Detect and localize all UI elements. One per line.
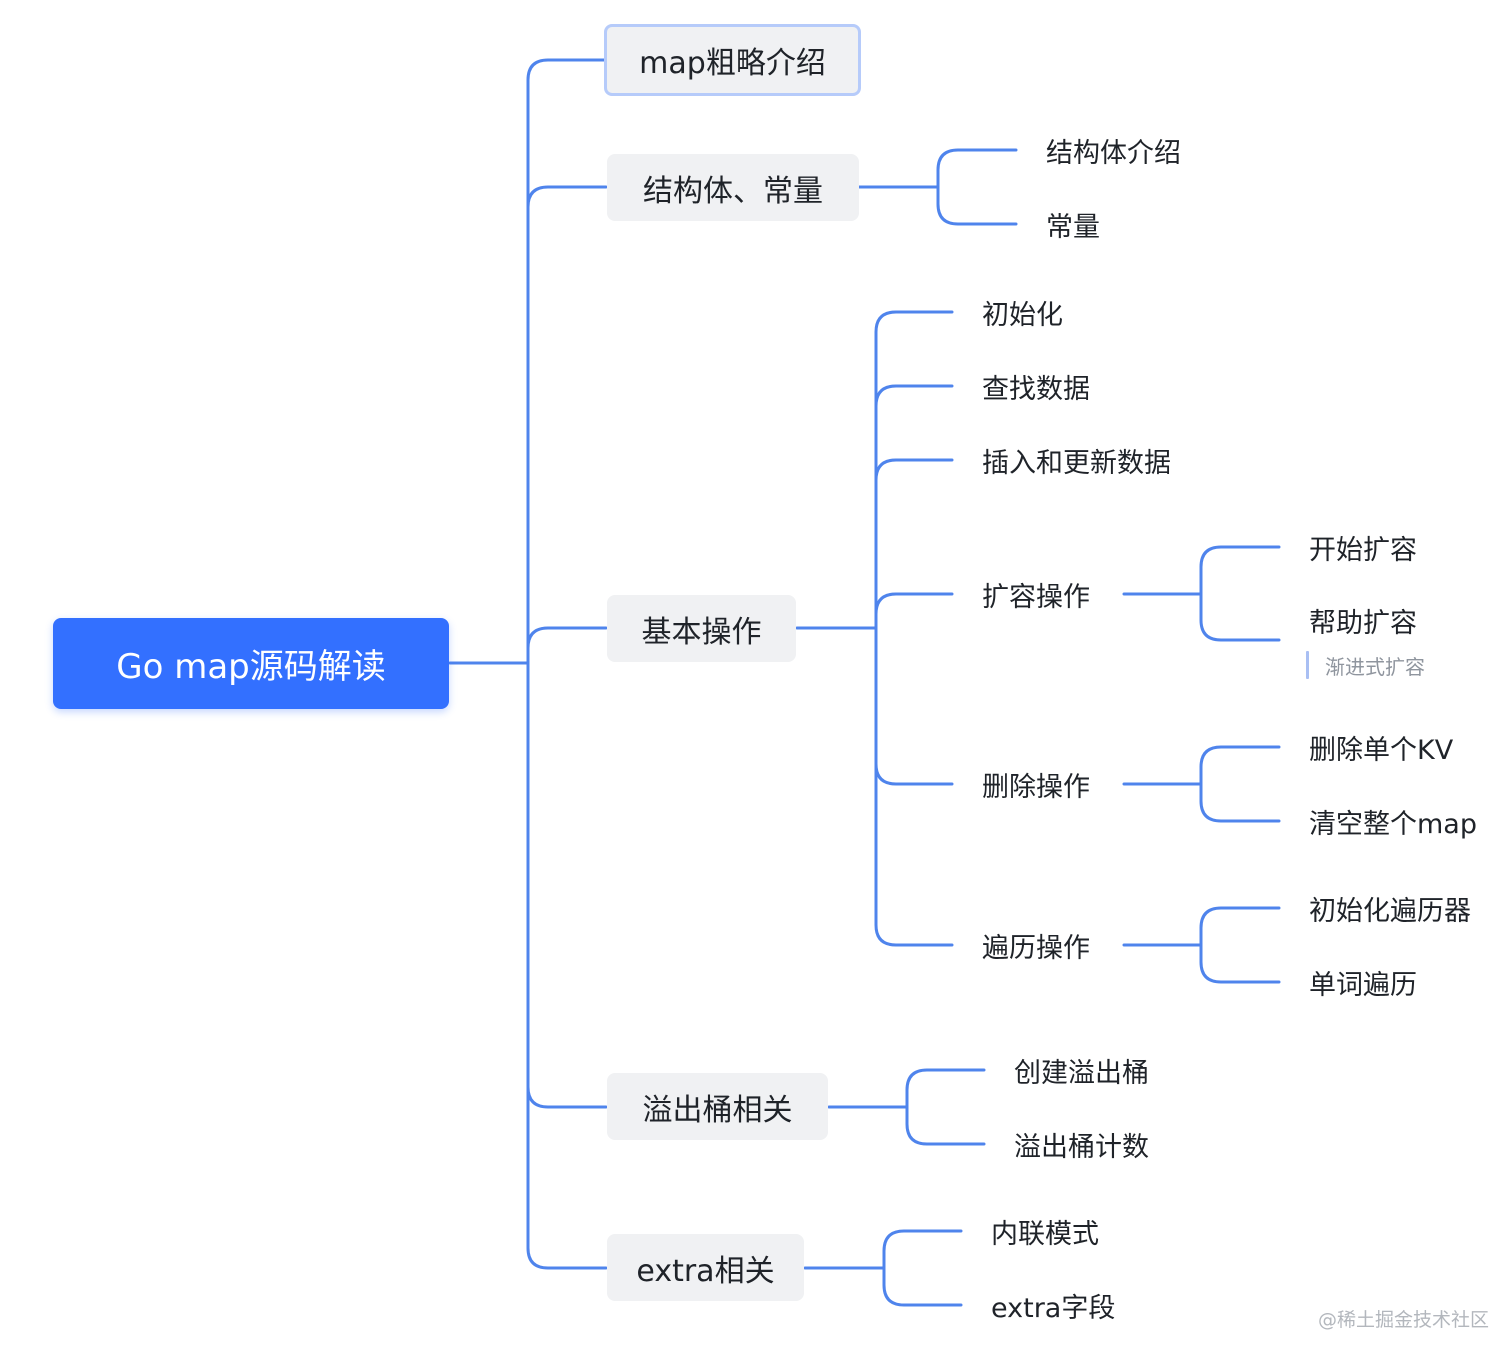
watermark: @稀土掘金技术社区: [1318, 1309, 1490, 1331]
link-struct-c2: [936, 185, 1018, 226]
branch-intro[interactable]: map粗略介绍: [604, 24, 861, 96]
link-extra-c2: [882, 1266, 963, 1307]
link-root-extra: [526, 661, 608, 1270]
link-delete-c1: [1199, 745, 1281, 786]
leaf-iterate-single[interactable]: 单词遍历: [1309, 969, 1417, 1001]
leaf-basic-lookup[interactable]: 查找数据: [982, 373, 1090, 405]
root-label: Go map源码解读: [116, 647, 386, 687]
link-delete-c2: [1199, 782, 1281, 823]
link-iterate-c1: [1199, 906, 1281, 947]
leaf-basic-init[interactable]: 初始化: [982, 299, 1063, 331]
link-grow-c1: [1199, 545, 1281, 596]
root-node[interactable]: Go map源码解读: [53, 618, 449, 709]
leaf-delete-clear[interactable]: 清空整个map: [1309, 808, 1477, 840]
link-basic-grow: [874, 592, 954, 630]
leaf-overflow-create[interactable]: 创建溢出桶: [1014, 1057, 1149, 1089]
link-overflow-c1: [905, 1068, 986, 1109]
leaf-struct-const[interactable]: 常量: [1046, 211, 1100, 243]
link-basic-delete: [874, 626, 954, 786]
leaf-basic-grow[interactable]: 扩容操作: [982, 581, 1090, 613]
note-incremental-grow: 渐进式扩容: [1306, 650, 1425, 680]
branch-struct[interactable]: 结构体、常量: [607, 154, 859, 221]
link-overflow-c2: [905, 1105, 986, 1146]
note-bar: [1306, 651, 1309, 679]
leaf-overflow-count[interactable]: 溢出桶计数: [1014, 1131, 1149, 1163]
link-basic-init: [874, 310, 954, 630]
leaf-basic-iterate[interactable]: 遍历操作: [982, 932, 1090, 964]
branch-basic-label: 基本操作: [641, 614, 762, 650]
branch-overflow[interactable]: 溢出桶相关: [607, 1073, 828, 1140]
link-root-intro: [526, 58, 606, 665]
leaf-struct-intro[interactable]: 结构体介绍: [1046, 137, 1181, 169]
link-basic-iterate: [874, 626, 954, 947]
leaf-extra-inline[interactable]: 内联模式: [991, 1218, 1099, 1250]
link-extra-c1: [882, 1229, 963, 1270]
leaf-grow-help[interactable]: 帮助扩容: [1309, 607, 1417, 639]
link-root-basic: [526, 626, 608, 665]
link-struct-c1: [936, 148, 1018, 189]
branch-extra[interactable]: extra相关: [607, 1234, 804, 1301]
leaf-grow-start[interactable]: 开始扩容: [1309, 534, 1417, 566]
branch-overflow-label: 溢出桶相关: [642, 1092, 793, 1128]
leaf-basic-delete[interactable]: 删除操作: [982, 771, 1090, 803]
leaf-delete-single[interactable]: 删除单个KV: [1309, 734, 1454, 766]
link-iterate-c2: [1199, 943, 1281, 984]
note-text: 渐进式扩容: [1325, 654, 1425, 679]
link-root-struct: [526, 185, 608, 665]
link-basic-lookup: [874, 384, 954, 630]
branch-extra-label: extra相关: [636, 1253, 775, 1289]
link-basic-insert: [874, 458, 954, 630]
leaf-basic-insert[interactable]: 插入和更新数据: [982, 447, 1171, 479]
branch-basic[interactable]: 基本操作: [607, 595, 796, 662]
leaf-extra-field[interactable]: extra字段: [991, 1292, 1116, 1324]
link-grow-c2: [1199, 592, 1281, 642]
leaf-iterate-init[interactable]: 初始化遍历器: [1309, 895, 1471, 927]
branch-struct-label: 结构体、常量: [643, 173, 823, 209]
link-root-overflow: [526, 661, 608, 1109]
branch-intro-label: map粗略介绍: [639, 46, 826, 81]
